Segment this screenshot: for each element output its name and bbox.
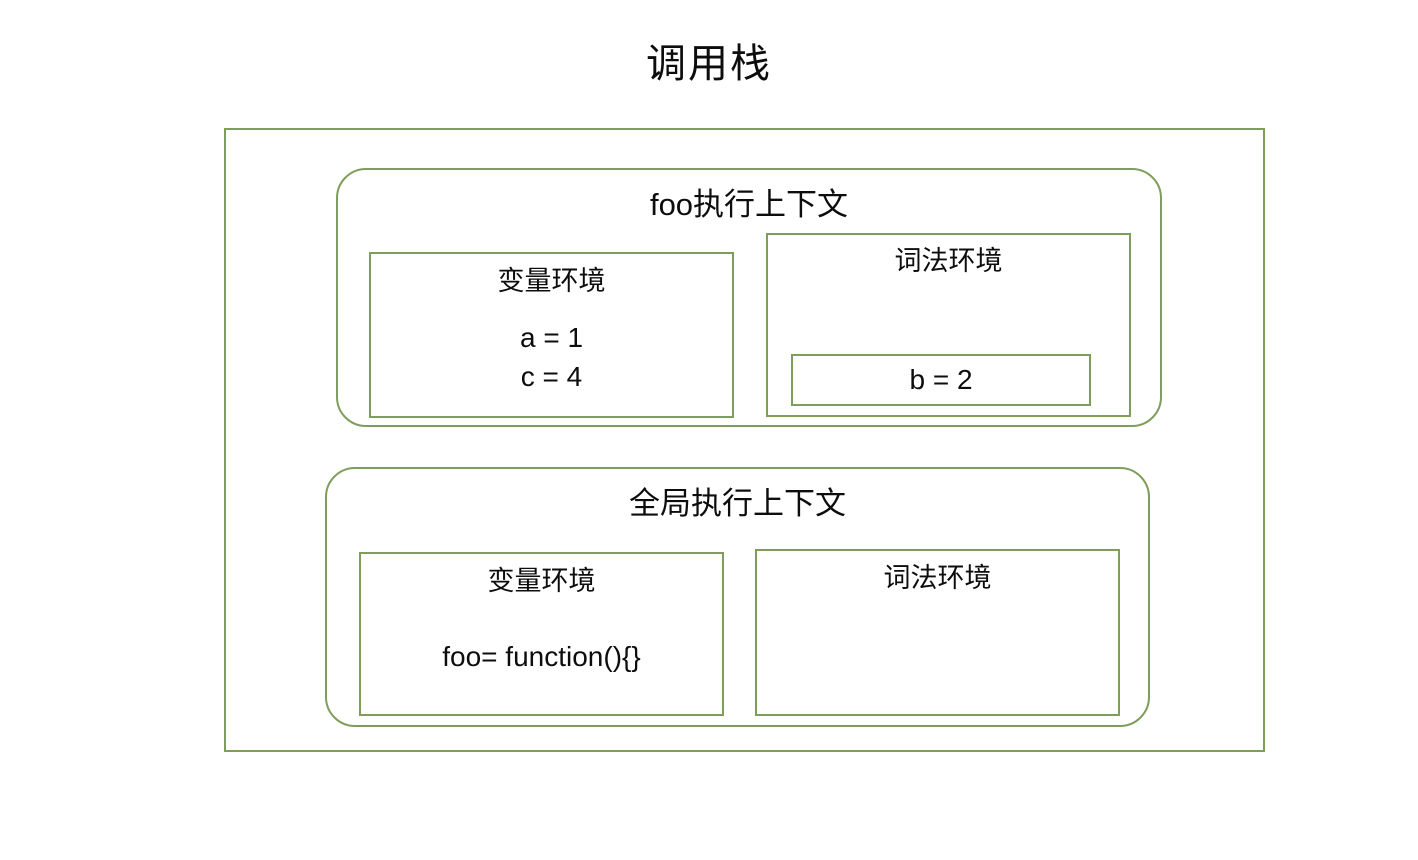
foo-variable-environment: 变量环境 a = 1 c = 4 xyxy=(369,252,734,418)
global-variable-environment-title: 变量环境 xyxy=(487,566,596,596)
global-lexical-environment: 词法环境 xyxy=(755,549,1120,716)
execution-context-global: 全局执行上下文 变量环境 foo= function(){} 词法环境 xyxy=(325,467,1150,727)
call-stack-frame: foo执行上下文 变量环境 a = 1 c = 4 词法环境 b = 2 全局执… xyxy=(224,128,1265,752)
list-item: c = 4 xyxy=(520,361,583,392)
page-title: 调用栈 xyxy=(646,42,772,86)
foo-variable-bindings-list: a = 1 c = 4 xyxy=(371,318,732,396)
foo-variable-environment-title: 变量环境 xyxy=(497,266,606,296)
execution-context-foo: foo执行上下文 变量环境 a = 1 c = 4 词法环境 b = 2 xyxy=(336,168,1162,427)
foo-lexical-environment: 词法环境 b = 2 xyxy=(766,233,1131,417)
foo-lexical-binding-box: b = 2 xyxy=(791,354,1091,406)
list-item: a = 1 xyxy=(519,322,584,353)
foo-lexical-environment-title: 词法环境 xyxy=(894,246,1003,276)
execution-context-global-title: 全局执行上下文 xyxy=(629,486,846,521)
global-variable-binding-code: foo= function(){} xyxy=(442,641,641,672)
global-variable-environment: 变量环境 foo= function(){} xyxy=(359,552,724,716)
execution-context-foo-title: foo执行上下文 xyxy=(649,187,849,222)
global-lexical-environment-title: 词法环境 xyxy=(883,563,992,593)
